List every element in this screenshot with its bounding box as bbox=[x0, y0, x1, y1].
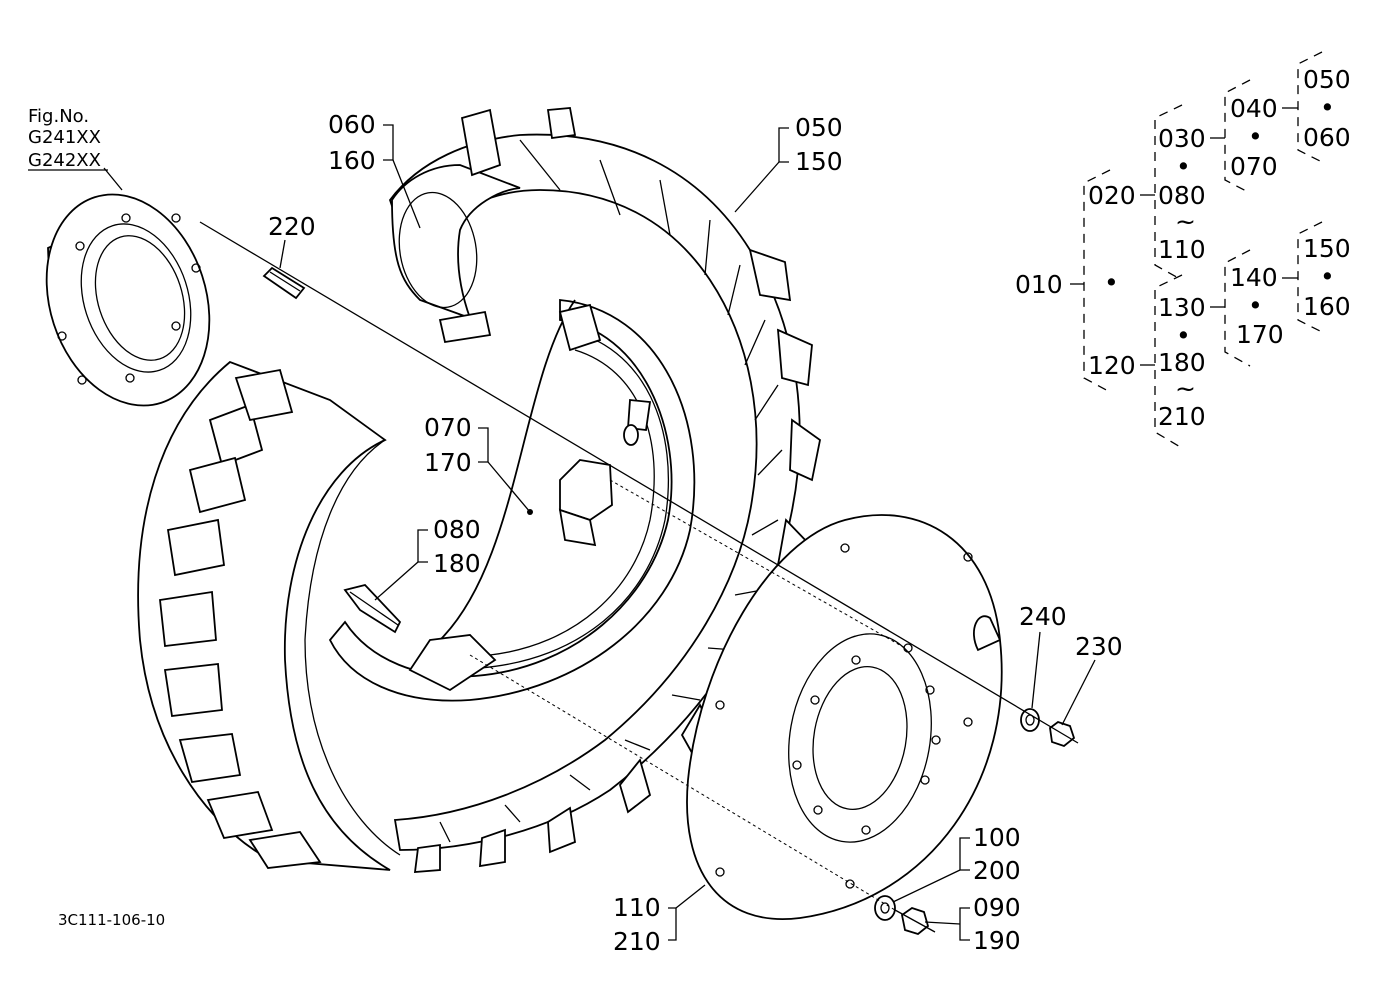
tree-node-160: 160 bbox=[1303, 292, 1351, 321]
tree-dot-010: • bbox=[1104, 268, 1119, 297]
tree-dot-040: • bbox=[1248, 122, 1263, 151]
wheel-hub bbox=[45, 193, 211, 407]
wheel-rim bbox=[328, 299, 696, 702]
wheel-disc bbox=[686, 514, 1003, 920]
callout-200: 200 bbox=[973, 856, 1021, 885]
washer-240 bbox=[1020, 708, 1040, 732]
callout-080: 080 bbox=[433, 515, 481, 544]
callout-050: 050 bbox=[795, 113, 843, 142]
tree-tilde-180: ~ bbox=[1175, 374, 1196, 403]
callout-180: 180 bbox=[433, 549, 481, 578]
fig-code-1: G241XX bbox=[28, 127, 101, 148]
tree-node-020: 020 bbox=[1088, 181, 1136, 210]
callout-060: 060 bbox=[328, 110, 376, 139]
leader-220 bbox=[279, 239, 286, 269]
callout-150: 150 bbox=[795, 147, 843, 176]
leader-fig-no bbox=[103, 167, 123, 191]
tree-dot-140: • bbox=[1248, 291, 1263, 320]
drawing-code: 3C111-106-10 bbox=[58, 911, 165, 929]
tree-tilde-080: ~ bbox=[1175, 207, 1196, 236]
tree-node-140: 140 bbox=[1230, 263, 1278, 292]
fig-no-title: Fig.No. bbox=[28, 106, 89, 127]
tree-node-070: 070 bbox=[1230, 152, 1278, 181]
callout-240: 240 bbox=[1019, 602, 1067, 631]
callout-220: 220 bbox=[268, 212, 316, 241]
callout-090: 090 bbox=[973, 893, 1021, 922]
callout-leaders bbox=[374, 124, 1096, 941]
tree-node-050: 050 bbox=[1303, 65, 1351, 94]
tire-left-tread bbox=[137, 360, 401, 871]
tree-dot-050: • bbox=[1320, 93, 1335, 122]
callout-210: 210 bbox=[613, 927, 661, 956]
tree-node-110: 110 bbox=[1158, 235, 1206, 264]
tree-node-180: 180 bbox=[1158, 348, 1206, 377]
tree-node-120: 120 bbox=[1088, 351, 1136, 380]
tree-node-080: 080 bbox=[1158, 181, 1206, 210]
tree-node-060: 060 bbox=[1303, 123, 1351, 152]
callout-070: 070 bbox=[424, 413, 472, 442]
tree-node-010: 010 bbox=[1015, 270, 1063, 299]
callout-170: 170 bbox=[424, 448, 472, 477]
tree-dot-150: • bbox=[1320, 262, 1335, 291]
tree-node-170: 170 bbox=[1236, 320, 1284, 349]
tree-node-210: 210 bbox=[1158, 402, 1206, 431]
callout-190: 190 bbox=[973, 926, 1021, 955]
callout-110: 110 bbox=[613, 893, 661, 922]
assembly-tree-brackets bbox=[1070, 51, 1323, 449]
washer-100 bbox=[874, 895, 896, 921]
tree-dot-130: • bbox=[1176, 321, 1191, 350]
tree-node-030: 030 bbox=[1158, 124, 1206, 153]
stud-bolt bbox=[262, 266, 306, 300]
callout-230: 230 bbox=[1075, 632, 1123, 661]
tree-dot-030: • bbox=[1176, 152, 1191, 181]
callout-160: 160 bbox=[328, 146, 376, 175]
tree-node-130: 130 bbox=[1158, 293, 1206, 322]
callout-100: 100 bbox=[973, 823, 1021, 852]
tree-node-040: 040 bbox=[1230, 94, 1278, 123]
alignment-lines bbox=[199, 221, 1079, 933]
tree-node-150: 150 bbox=[1303, 234, 1351, 263]
fig-code-2: G242XX bbox=[28, 150, 101, 171]
